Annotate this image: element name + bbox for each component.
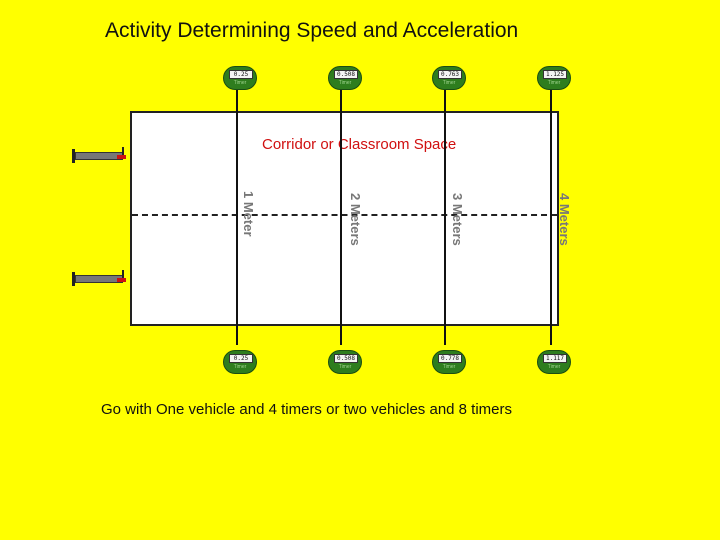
distance-label-3: 3 Meters xyxy=(450,193,465,246)
timer-bottom-3: 0.778 Timer xyxy=(432,350,466,374)
distance-line-1 xyxy=(236,88,238,345)
timer-display: 1.117 xyxy=(543,354,567,363)
timer-bottom-4: 1.117 Timer xyxy=(537,350,571,374)
launcher-stop-2 xyxy=(72,272,75,286)
distance-line-3 xyxy=(444,88,446,345)
timer-display: 0.508 xyxy=(334,70,358,79)
timer-label: Timer xyxy=(233,80,247,86)
timer-label: Timer xyxy=(338,80,352,86)
vehicle-marker-2 xyxy=(117,278,126,282)
distance-label-1: 1 Meter xyxy=(241,191,256,237)
timer-top-4: 1.125 Timer xyxy=(537,66,571,90)
vehicle-launcher-2 xyxy=(75,275,123,283)
timer-label: Timer xyxy=(338,364,352,370)
timer-bottom-1: 0.25 Timer xyxy=(223,350,257,374)
timer-label: Timer xyxy=(547,80,561,86)
center-dashed-line xyxy=(132,214,557,216)
timer-label: Timer xyxy=(547,364,561,370)
distance-line-2 xyxy=(340,88,342,345)
page-title: Activity Determining Speed and Accelerat… xyxy=(105,19,519,42)
timer-label: Timer xyxy=(442,80,456,86)
corridor-rectangle xyxy=(130,111,559,326)
timer-top-1: 0.25 Timer xyxy=(223,66,257,90)
launcher-tip-2 xyxy=(122,270,124,278)
timer-label: Timer xyxy=(233,364,247,370)
vehicle-launcher-1 xyxy=(75,152,123,160)
timer-label: Timer xyxy=(442,364,456,370)
instruction-caption: Go with One vehicle and 4 timers or two … xyxy=(101,401,513,418)
timer-top-2: 0.508 Timer xyxy=(328,66,362,90)
timer-display: 0.778 xyxy=(438,354,462,363)
launcher-stop-1 xyxy=(72,149,75,163)
timer-display: 1.125 xyxy=(543,70,567,79)
timer-display: 0.508 xyxy=(334,354,358,363)
timer-display: 0.763 xyxy=(438,70,462,79)
corridor-label: Corridor or Classroom Space xyxy=(262,136,457,153)
distance-label-2: 2 Meters xyxy=(348,193,363,246)
timer-top-3: 0.763 Timer xyxy=(432,66,466,90)
distance-label-4: 4 Meters xyxy=(557,193,572,246)
vehicle-marker-1 xyxy=(117,155,126,159)
timer-display: 0.25 xyxy=(229,354,253,363)
timer-display: 0.25 xyxy=(229,70,253,79)
launcher-tip-1 xyxy=(122,147,124,155)
timer-bottom-2: 0.508 Timer xyxy=(328,350,362,374)
distance-line-4 xyxy=(550,88,552,345)
